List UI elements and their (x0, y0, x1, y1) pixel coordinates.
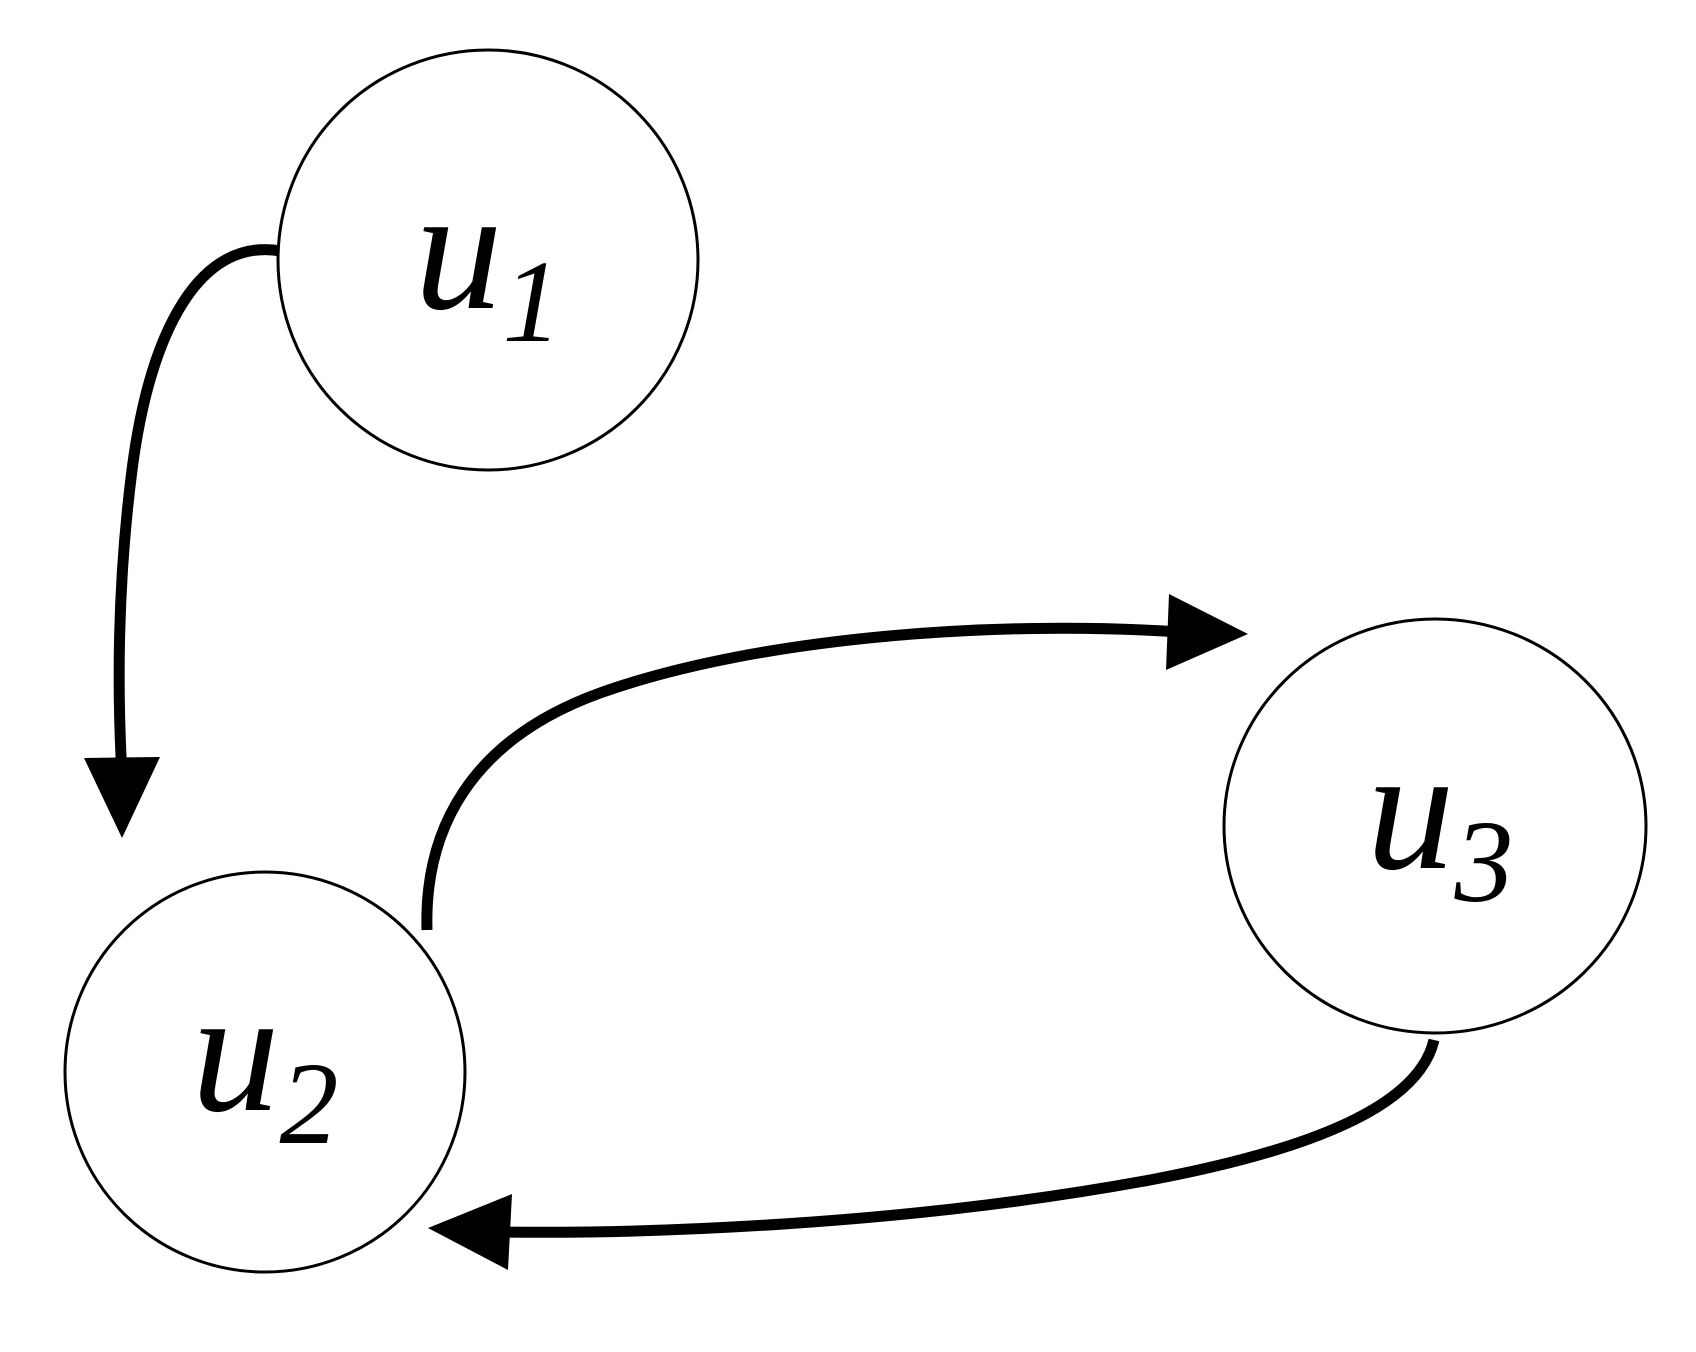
edge-u1-to-u2[interactable] (84, 244, 282, 838)
edge-layer (84, 244, 1440, 1270)
node-u3[interactable]: u3 (1222, 617, 1648, 1035)
node-u1-circle[interactable] (276, 48, 700, 472)
node-u2-label: u2 (192, 954, 339, 1169)
edge-u2-to-u3[interactable] (421, 594, 1248, 931)
node-u2-circle[interactable] (63, 870, 467, 1274)
node-u1-label-base: u (415, 152, 503, 347)
node-u3-label: u3 (1367, 712, 1514, 927)
edge-u3-to-u2-arrowhead (428, 1194, 512, 1270)
edge-u1-to-u2-arrowhead (84, 757, 160, 838)
node-u1-label: u1 (415, 152, 562, 367)
node-u3-label-base: u (1367, 712, 1455, 907)
edge-u3-to-u2-curve (496, 1038, 1440, 1238)
node-u1[interactable]: u1 (276, 48, 700, 472)
node-layer: u1 u2 u3 (63, 48, 1648, 1274)
node-u2-label-base: u (192, 954, 280, 1149)
edge-u2-to-u3-curve (421, 622, 1181, 931)
node-u3-label-subscript: 3 (1454, 796, 1514, 927)
edge-u1-to-u2-curve (113, 244, 282, 777)
edge-u2-to-u3-arrowhead (1166, 594, 1248, 670)
node-u2-label-subscript: 2 (280, 1038, 339, 1169)
edge-u3-to-u2[interactable] (428, 1038, 1440, 1270)
node-u1-label-subscript: 1 (503, 236, 562, 367)
node-u2[interactable]: u2 (63, 870, 467, 1274)
node-u3-circle[interactable] (1222, 617, 1648, 1035)
